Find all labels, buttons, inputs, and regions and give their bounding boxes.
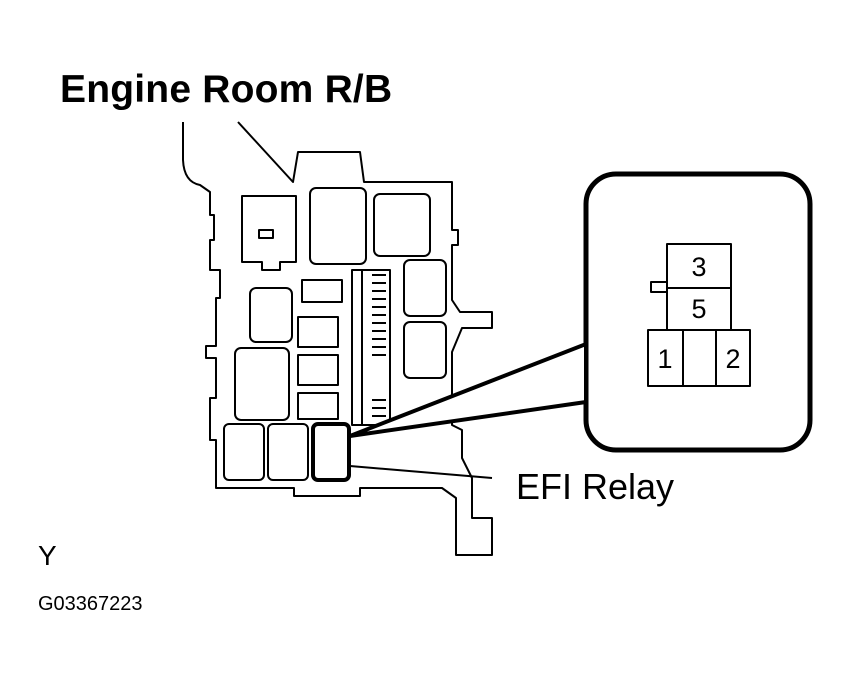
right-relay-1: [403, 259, 447, 317]
top-relay-2: [373, 193, 431, 257]
view-letter: Y: [38, 540, 57, 571]
connector-latch: [650, 281, 668, 293]
callout-pointer: [349, 341, 588, 438]
bottom-relay-1: [223, 423, 265, 481]
right-relay-2: [403, 321, 447, 379]
pin-2: 2: [725, 344, 740, 374]
efi-relay: [311, 422, 351, 482]
top-left-relay-tab: [258, 229, 274, 239]
fuse-column: [351, 269, 391, 426]
connector-lower-body: [647, 329, 751, 387]
fuse-teeth: [372, 274, 386, 417]
diagram-title: Engine Room R/B: [60, 68, 393, 111]
pin-3: 3: [691, 252, 706, 282]
efi-relay-label: EFI Relay: [516, 466, 675, 507]
pin-1: 1: [657, 344, 672, 374]
relay-block-housing: [205, 210, 493, 556]
figure-code: G03367223: [38, 593, 143, 615]
title-leader-line: [237, 121, 453, 215]
mini-relay-3: [297, 392, 339, 420]
mid-left-relay: [249, 287, 293, 343]
left-cable: [182, 122, 211, 210]
top-left-relay: [241, 195, 297, 271]
small-relay-box: [301, 279, 343, 303]
bottom-relay-2: [267, 423, 309, 481]
efi-leader-line: [349, 465, 493, 479]
connector-callout-frame: [583, 171, 813, 453]
pin-5: 5: [691, 294, 706, 324]
mini-relay-2: [297, 354, 339, 386]
mini-relay-1: [297, 316, 339, 348]
top-relay-1: [309, 187, 367, 265]
left-large-relay: [234, 347, 290, 421]
